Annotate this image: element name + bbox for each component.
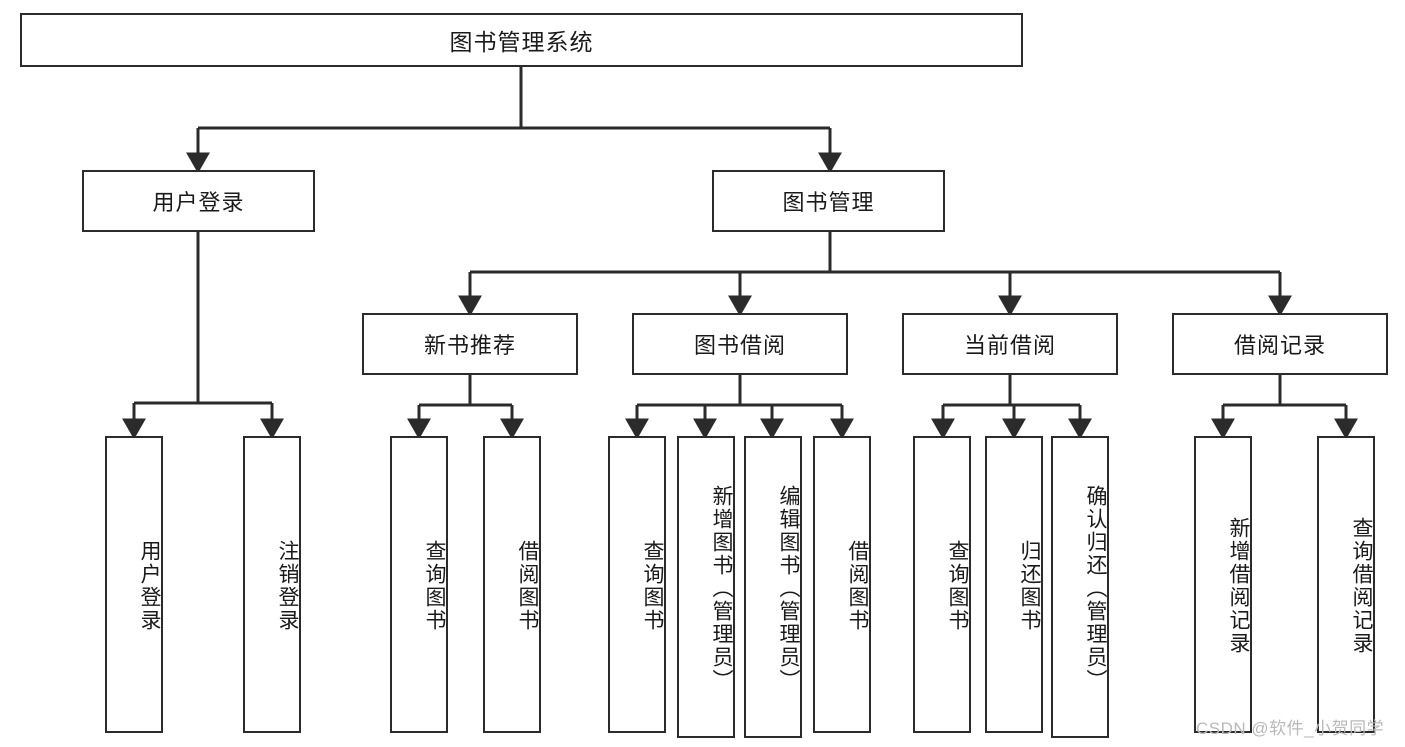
node-label: 归还图书	[1018, 539, 1041, 632]
leaf-confirm-return-admin[interactable]: 确认归还（管理员）	[1051, 436, 1109, 738]
leaf-edit-book-admin[interactable]: 编辑图书（管理员）	[744, 436, 802, 738]
node-label: 新增图书（管理员）	[710, 484, 733, 692]
leaf-add-borrow-record[interactable]: 新增借阅记录	[1194, 436, 1252, 733]
node-label: 借阅图书	[846, 539, 869, 632]
node-label: 当前借阅	[963, 333, 1056, 358]
node-label: 查询借阅记录	[1350, 516, 1373, 655]
watermark: CSDN @软件_小贺同学	[1196, 719, 1385, 738]
node-label: 确认归还（管理员）	[1084, 484, 1107, 692]
node-new-book-recommend[interactable]: 新书推荐	[362, 313, 578, 375]
node-label: 查询图书	[946, 539, 969, 632]
leaf-user-login[interactable]: 用户登录	[105, 436, 163, 733]
node-label: 图书管理系统	[449, 29, 594, 55]
leaf-logout[interactable]: 注销登录	[243, 436, 301, 733]
node-borrow-record[interactable]: 借阅记录	[1172, 313, 1388, 375]
node-book-borrow[interactable]: 图书借阅	[632, 313, 848, 375]
node-user-login[interactable]: 用户登录	[82, 170, 315, 232]
node-label: 新增借阅记录	[1227, 516, 1250, 655]
leaf-borrow-book-recommend[interactable]: 借阅图书	[483, 436, 541, 733]
node-label: 用户登录	[152, 190, 245, 215]
leaf-return-book[interactable]: 归还图书	[985, 436, 1043, 733]
node-label: 借阅图书	[516, 539, 539, 632]
leaf-query-book-recommend[interactable]: 查询图书	[390, 436, 448, 733]
node-book-management[interactable]: 图书管理	[712, 170, 945, 232]
node-label: 注销登录	[276, 539, 299, 632]
node-label: 查询图书	[423, 539, 446, 632]
node-label: 图书借阅	[693, 333, 786, 358]
node-label: 新书推荐	[423, 333, 516, 358]
node-root[interactable]: 图书管理系统	[20, 13, 1023, 67]
leaf-query-book-current[interactable]: 查询图书	[913, 436, 971, 733]
node-label: 用户登录	[138, 539, 161, 632]
node-current-borrow[interactable]: 当前借阅	[902, 313, 1118, 375]
leaf-add-book-admin[interactable]: 新增图书（管理员）	[677, 436, 735, 738]
leaf-query-borrow-record[interactable]: 查询借阅记录	[1317, 436, 1375, 733]
leaf-borrow-book[interactable]: 借阅图书	[813, 436, 871, 733]
node-label: 查询图书	[641, 539, 664, 632]
leaf-query-book-borrow[interactable]: 查询图书	[608, 436, 666, 733]
node-label: 图书管理	[782, 190, 875, 215]
node-label: 借阅记录	[1233, 333, 1326, 358]
node-label: 编辑图书（管理员）	[777, 484, 800, 692]
